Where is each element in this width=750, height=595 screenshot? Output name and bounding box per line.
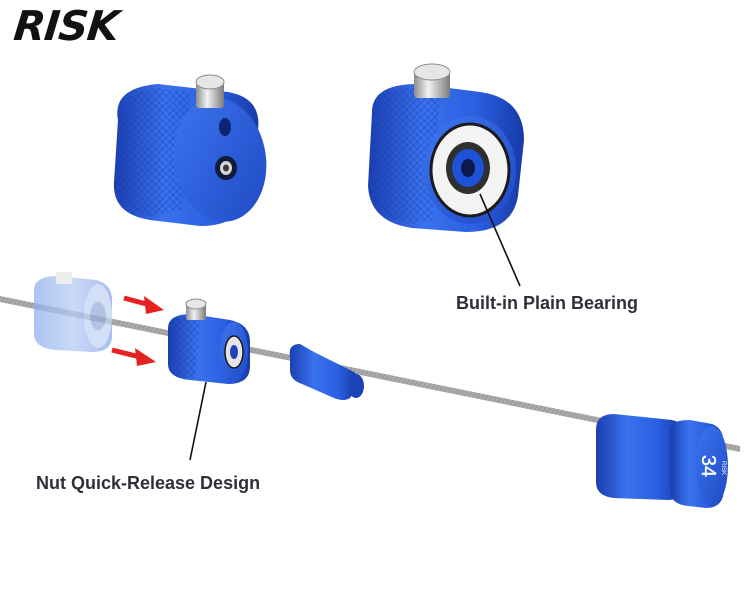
nut-detail-front-view xyxy=(113,74,267,226)
direction-arrows xyxy=(111,295,164,366)
nut-detail-bearing-view xyxy=(368,63,524,287)
cable-ferrule xyxy=(289,344,364,400)
arrow-lower xyxy=(111,347,156,366)
nut-leader-line xyxy=(189,381,207,461)
arrow-upper xyxy=(123,295,164,314)
bearing-leader-line xyxy=(479,193,521,287)
cable-end-cap: 34 RISK xyxy=(596,414,728,508)
nut-callout-label: Nut Quick-Release Design xyxy=(36,473,261,493)
end-cap-brand-label: RISK xyxy=(720,461,726,475)
set-screw-hole xyxy=(219,118,231,136)
brand-logo: RISK xyxy=(11,2,121,50)
nut-ghost-position xyxy=(34,272,112,352)
nut-on-cable xyxy=(168,298,250,461)
bearing-callout-label: Built-in Plain Bearing xyxy=(456,293,639,313)
end-cap-size-label: 34 xyxy=(697,455,719,477)
